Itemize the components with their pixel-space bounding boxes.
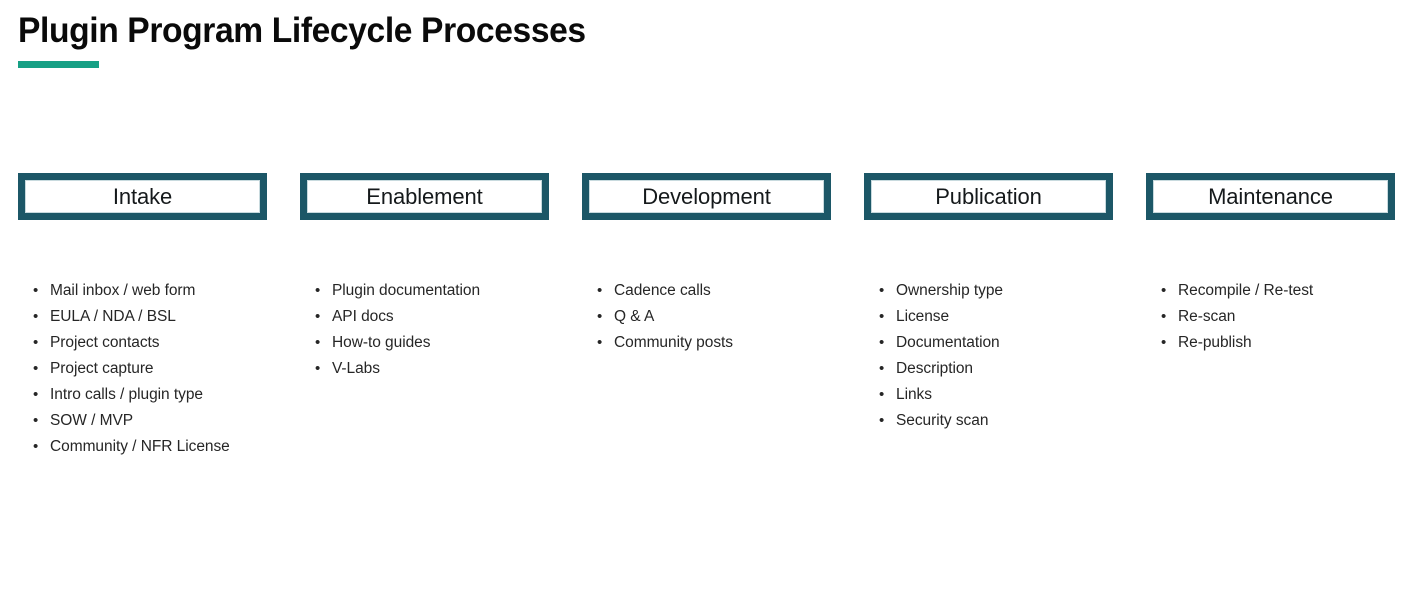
bullet-icon: • bbox=[33, 438, 39, 455]
stage-header-label: Intake bbox=[112, 183, 173, 209]
bullet-icon: • bbox=[1161, 282, 1167, 299]
stage-item-label: Ownership type bbox=[896, 282, 1003, 299]
stage-item-label: API docs bbox=[332, 308, 394, 325]
bullet-icon: • bbox=[33, 386, 39, 403]
stage-item-label: Intro calls / plugin type bbox=[50, 386, 203, 403]
stage-item-label: Community posts bbox=[614, 334, 733, 351]
stage-header-publication[interactable]: Publication bbox=[864, 173, 1113, 220]
bullet-icon: • bbox=[33, 412, 39, 429]
list-item: • Re-publish bbox=[1146, 330, 1427, 356]
list-item: • Description bbox=[864, 356, 1164, 382]
page-title: Plugin Program Lifecycle Processes bbox=[18, 11, 586, 50]
process-column-intake: Intake • Mail inbox / web form • EULA / … bbox=[18, 173, 267, 455]
stage-item-label: Project contacts bbox=[50, 334, 160, 351]
bullet-icon: • bbox=[33, 360, 39, 377]
stage-item-label: Q & A bbox=[614, 308, 655, 325]
stage-item-label: Re-scan bbox=[1178, 308, 1236, 325]
list-item: • Mail inbox / web form bbox=[18, 278, 318, 304]
list-item: • License bbox=[864, 304, 1164, 330]
bullet-icon: • bbox=[33, 308, 39, 325]
process-column-maintenance: Maintenance • Recompile / Re-test • Re-s… bbox=[1146, 173, 1395, 351]
stage-header-label: Enablement bbox=[366, 183, 483, 209]
bullet-icon: • bbox=[315, 360, 321, 377]
list-item: • EULA / NDA / BSL bbox=[18, 304, 318, 330]
stage-item-label: Re-publish bbox=[1178, 334, 1252, 351]
bullet-icon: • bbox=[33, 282, 39, 299]
stage-item-list-enablement: • Plugin documentation • API docs • How-… bbox=[300, 278, 600, 382]
stage-header-development[interactable]: Development bbox=[582, 173, 831, 220]
stage-item-label: Security scan bbox=[896, 412, 989, 429]
list-item: • Re-scan bbox=[1146, 304, 1427, 330]
stage-item-label: Documentation bbox=[896, 334, 1000, 351]
stage-item-label: Links bbox=[896, 386, 932, 403]
list-item: • Q & A bbox=[582, 304, 882, 330]
stage-item-label: Mail inbox / web form bbox=[50, 282, 196, 299]
bullet-icon: • bbox=[879, 334, 885, 351]
stage-header-label: Publication bbox=[935, 183, 1042, 209]
stage-header-enablement[interactable]: Enablement bbox=[300, 173, 549, 220]
stage-item-list-development: • Cadence calls • Q & A • Community post… bbox=[582, 278, 882, 356]
list-item: • Project contacts bbox=[18, 330, 318, 356]
stage-item-list-intake: • Mail inbox / web form • EULA / NDA / B… bbox=[18, 278, 318, 460]
list-item: • Links bbox=[864, 382, 1164, 408]
title-block: Plugin Program Lifecycle Processes bbox=[18, 10, 918, 68]
list-item: • Documentation bbox=[864, 330, 1164, 356]
stage-item-list-maintenance: • Recompile / Re-test • Re-scan • Re-pub… bbox=[1146, 278, 1427, 356]
stage-header-label: Development bbox=[642, 183, 771, 209]
bullet-icon: • bbox=[597, 308, 603, 325]
bullet-icon: • bbox=[879, 360, 885, 377]
list-item: • Community / NFR License bbox=[18, 434, 318, 460]
bullet-icon: • bbox=[879, 308, 885, 325]
list-item: • Recompile / Re-test bbox=[1146, 278, 1427, 304]
bullet-icon: • bbox=[597, 282, 603, 299]
stage-item-label: Community / NFR License bbox=[50, 438, 230, 455]
list-item: • V-Labs bbox=[300, 356, 600, 382]
bullet-icon: • bbox=[315, 308, 321, 325]
bullet-icon: • bbox=[879, 412, 885, 429]
bullet-icon: • bbox=[315, 334, 321, 351]
stage-item-label: EULA / NDA / BSL bbox=[50, 308, 176, 325]
stage-item-label: SOW / MVP bbox=[50, 412, 134, 429]
list-item: • Plugin documentation bbox=[300, 278, 600, 304]
stage-item-label: Cadence calls bbox=[614, 282, 711, 299]
title-accent-bar bbox=[18, 61, 99, 68]
bullet-icon: • bbox=[1161, 334, 1167, 351]
bullet-icon: • bbox=[879, 386, 885, 403]
stage-header-label: Maintenance bbox=[1208, 183, 1333, 209]
list-item: • SOW / MVP bbox=[18, 408, 318, 434]
list-item: • Ownership type bbox=[864, 278, 1164, 304]
list-item: • Cadence calls bbox=[582, 278, 882, 304]
stage-item-label: How-to guides bbox=[332, 334, 431, 351]
process-stage-row: Intake • Mail inbox / web form • EULA / … bbox=[18, 173, 1409, 455]
stage-item-label: Recompile / Re-test bbox=[1178, 282, 1314, 299]
bullet-icon: • bbox=[1161, 308, 1167, 325]
bullet-icon: • bbox=[315, 282, 321, 299]
stage-header-maintenance[interactable]: Maintenance bbox=[1146, 173, 1395, 220]
list-item: • Intro calls / plugin type bbox=[18, 382, 318, 408]
stage-item-label: Project capture bbox=[50, 360, 154, 377]
stage-item-label: Plugin documentation bbox=[332, 282, 481, 299]
list-item: • Community posts bbox=[582, 330, 882, 356]
stage-item-label: Description bbox=[896, 360, 973, 377]
process-column-enablement: Enablement • Plugin documentation • API … bbox=[300, 173, 549, 377]
process-column-publication: Publication • Ownership type • License •… bbox=[864, 173, 1113, 429]
stage-item-label: V-Labs bbox=[332, 360, 380, 377]
list-item: • Project capture bbox=[18, 356, 318, 382]
bullet-icon: • bbox=[597, 334, 603, 351]
process-column-development: Development • Cadence calls • Q & A • Co… bbox=[582, 173, 831, 351]
list-item: • How-to guides bbox=[300, 330, 600, 356]
stage-item-label: License bbox=[896, 308, 950, 325]
bullet-icon: • bbox=[33, 334, 39, 351]
stage-header-intake[interactable]: Intake bbox=[18, 173, 267, 220]
list-item: • Security scan bbox=[864, 408, 1164, 434]
bullet-icon: • bbox=[879, 282, 885, 299]
list-item: • API docs bbox=[300, 304, 600, 330]
stage-item-list-publication: • Ownership type • License • Documentati… bbox=[864, 278, 1164, 434]
